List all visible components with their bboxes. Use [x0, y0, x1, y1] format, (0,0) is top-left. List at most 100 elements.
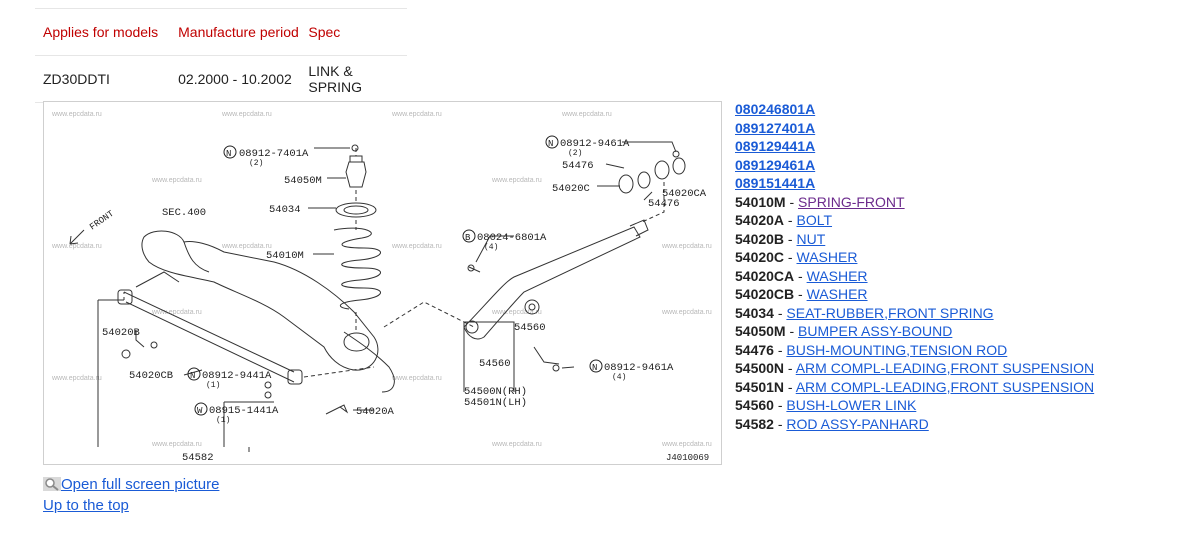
part-number: 54560 — [735, 397, 774, 413]
part-name-link[interactable]: WASHER — [806, 267, 868, 284]
parts-list: 080246801A 089127401A 089129441A 0891294… — [735, 100, 1195, 433]
watermark-text: www.epcdata.ru — [51, 243, 102, 250]
part-code-link[interactable]: 089127401A — [735, 119, 816, 136]
watermark-text: www.epcdata.ru — [151, 177, 202, 184]
part-separator: - — [784, 360, 796, 376]
part-row: 080246801A — [735, 100, 1195, 119]
part-name-link[interactable]: BUSH-LOWER LINK — [786, 397, 917, 413]
label-54020c[interactable]: 54020C — [552, 183, 590, 195]
label-54020b[interactable]: 54020B — [102, 327, 140, 339]
part-name-link[interactable]: WASHER — [796, 249, 858, 265]
watermark-text: www.epcdata.ru — [51, 375, 102, 382]
header-period: Manufacture period — [178, 24, 299, 40]
part-number: 54582 — [735, 415, 774, 432]
watermark-text: www.epcdata.ru — [151, 441, 202, 448]
part-row: 089127401A — [735, 119, 1195, 138]
watermarks: www.epcdata.ru www.epcdata.ru www.epcdat… — [51, 111, 712, 448]
page-links: Open full screen picture Up to the top — [43, 474, 219, 516]
part-number: 54050M — [735, 323, 786, 339]
circled-n-icon — [223, 145, 237, 159]
label-54560-b[interactable]: 54560 — [479, 358, 511, 370]
label-54500n[interactable]: 54500N(RH) — [464, 386, 527, 398]
label-54476-a[interactable]: 54476 — [562, 160, 594, 172]
part-row: 089151441A — [735, 174, 1195, 193]
applicability-table: Applies for models Manufacture period Sp… — [35, 8, 407, 103]
part-separator: - — [784, 249, 797, 265]
watermark-text: www.epcdata.ru — [391, 111, 442, 118]
label-n1[interactable]: 08912-7401A — [239, 148, 309, 160]
part-number: 54476 — [735, 341, 774, 358]
label-n4[interactable]: 08912-9441A — [202, 370, 272, 382]
part-code-link[interactable]: 080246801A — [735, 101, 816, 117]
circled-n-glyph: N — [190, 371, 195, 381]
label-54582[interactable]: 54582 — [182, 452, 214, 464]
label-n1-qty: (2) — [249, 159, 263, 168]
parts-diagram[interactable]: www.epcdata.ru www.epcdata.ru www.epcdat… — [43, 101, 722, 465]
label-n3[interactable]: 08912-9461A — [604, 362, 674, 374]
part-name-link[interactable]: NUT — [796, 230, 826, 247]
circled-n-glyph: N — [548, 139, 553, 149]
part-name-link[interactable]: ARM COMPL-LEADING,FRONT SUSPENSION — [795, 360, 1095, 376]
part-row: 54020C - WASHER — [735, 248, 1195, 267]
part-row: 54050M - BUMPER ASSY-BOUND — [735, 322, 1195, 341]
part-row: 54501N - ARM COMPL-LEADING,FRONT SUSPENS… — [735, 378, 1195, 397]
circled-n-glyph: N — [226, 149, 231, 159]
label-54034[interactable]: 54034 — [269, 204, 301, 216]
part-row: 54560 - BUSH-LOWER LINK — [735, 396, 1195, 415]
label-b1[interactable]: 08024-6801A — [477, 232, 547, 244]
part-row: 54020CA - WASHER — [735, 267, 1195, 286]
part-row: 54500N - ARM COMPL-LEADING,FRONT SUSPENS… — [735, 359, 1195, 378]
label-54476-b[interactable]: 54476 — [648, 198, 680, 210]
watermark-text: www.epcdata.ru — [491, 441, 542, 448]
label-sec400[interactable]: SEC.400 — [162, 207, 206, 219]
part-name-link[interactable]: BOLT — [796, 212, 833, 228]
part-name-link[interactable]: ARM COMPL-LEADING,FRONT SUSPENSION — [795, 378, 1095, 395]
circled-w-icon — [194, 402, 208, 416]
part-code-link[interactable]: 089129461A — [735, 156, 816, 173]
part-separator: - — [794, 267, 807, 284]
part-name-link[interactable]: SEAT-RUBBER,FRONT SPRING — [786, 304, 994, 321]
label-54501n[interactable]: 54501N(LH) — [464, 397, 527, 409]
label-54010m[interactable]: 54010M — [266, 250, 304, 262]
part-row: 54010M - SPRING-FRONT — [735, 193, 1195, 212]
label-54560-a[interactable]: 54560 — [514, 322, 546, 334]
watermark-text: www.epcdata.ru — [661, 309, 712, 316]
part-code-link[interactable]: 089129441A — [735, 138, 816, 154]
label-w1[interactable]: 08915-1441A — [209, 405, 279, 417]
part-name-link[interactable]: SPRING-FRONT — [798, 193, 905, 210]
part-name-link[interactable]: ROD ASSY-PANHARD — [786, 415, 929, 432]
watermark-text: www.epcdata.ru — [51, 111, 102, 118]
part-name-link[interactable]: BUSH-MOUNTING,TENSION ROD — [786, 341, 1008, 358]
part-code-link[interactable]: 089151441A — [735, 175, 816, 191]
diagram-svg: www.epcdata.ru www.epcdata.ru www.epcdat… — [51, 111, 712, 464]
label-54020ca[interactable]: 54020CA — [662, 188, 707, 200]
part-name-link[interactable]: BUMPER ASSY-BOUND — [798, 323, 953, 339]
applicability-header-row: Applies for models Manufacture period Sp… — [35, 9, 407, 56]
circled-n-icon — [187, 367, 201, 381]
label-54020cb[interactable]: 54020CB — [129, 370, 173, 382]
label-54020a[interactable]: 54020A — [356, 406, 395, 418]
part-separator: - — [785, 323, 799, 339]
watermark-text: www.epcdata.ru — [491, 309, 542, 316]
watermark-text: www.epcdata.ru — [561, 111, 612, 118]
cell-period: 02.2000 - 10.2002 — [178, 71, 292, 87]
part-separator: - — [784, 212, 797, 228]
part-separator: - — [784, 230, 797, 247]
watermark-text: www.epcdata.ru — [391, 375, 442, 382]
up-to-top-link[interactable]: Up to the top — [43, 497, 129, 514]
top-row: Up to the top — [43, 495, 219, 516]
label-n2[interactable]: 08912-9461A — [560, 138, 630, 150]
part-name-link[interactable]: WASHER — [806, 286, 868, 302]
part-row: 54582 - ROD ASSY-PANHARD — [735, 415, 1195, 434]
applicability-row: ZD30DDTI 02.2000 - 10.2002 LINK & SPRING — [35, 56, 407, 103]
part-separator: - — [773, 397, 787, 413]
watermark-text: www.epcdata.ru — [221, 111, 272, 118]
part-separator: - — [773, 341, 787, 358]
cell-model: ZD30DDTI — [43, 71, 110, 87]
part-number: 54010M — [735, 193, 786, 210]
label-54050m[interactable]: 54050M — [284, 175, 322, 187]
sheet-code: J4010069 — [666, 453, 709, 463]
magnifier-icon[interactable] — [43, 476, 61, 491]
open-full-screen-link[interactable]: Open full screen picture — [61, 476, 220, 493]
label-w1-qty: (1) — [216, 416, 230, 425]
